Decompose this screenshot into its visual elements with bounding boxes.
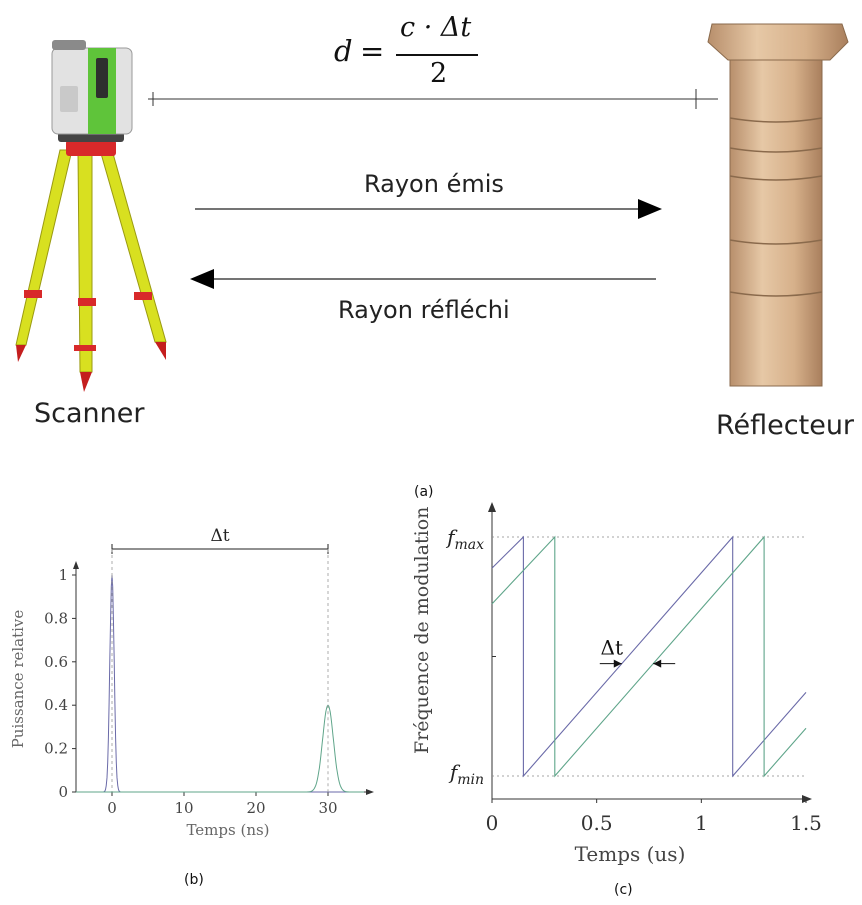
chart-b-y-arrow [73, 561, 79, 569]
chart-c-xtick-label: 1.5 [790, 811, 822, 835]
chart-b-x-arrow [366, 789, 374, 795]
emitted-ray-arrowhead [638, 199, 662, 219]
chart-b-delta-label: Δt [210, 526, 229, 546]
chart-c-ytick-fmin: fmin [448, 760, 484, 788]
chart-b-xtick-label: 0 [107, 799, 117, 817]
caption-a: (a) [414, 484, 434, 500]
chart-c-delta-arrowhead-left [613, 659, 622, 668]
chart-b-xtick-label: 30 [318, 799, 337, 817]
caption-b: (b) [184, 872, 204, 888]
chart-c-series-1 [491, 535, 807, 778]
formula-numerator: c · Δt [400, 12, 472, 43]
chart-c-ylabel: Fréquence de modulation [411, 506, 433, 754]
chart-c-delta-label: Δt [601, 636, 623, 660]
chart-b-ytick-label: 0.2 [44, 740, 68, 758]
chart-c-xtick-label: 1 [695, 811, 708, 835]
reflected-ray-label: Rayon réfléchi [338, 296, 510, 324]
caption-c: (c) [614, 882, 633, 898]
chart-b-ytick-label: 1 [58, 566, 68, 584]
formula-equals: = [360, 34, 385, 68]
chart-c-xlabel: Temps (us) [574, 842, 686, 866]
chart-c-series-0 [491, 535, 807, 778]
reflected-ray-arrowhead [190, 269, 214, 289]
formula-fraction-bar [396, 54, 478, 56]
chart-b-ytick-label: 0.6 [44, 653, 68, 671]
distance-formula: d = c · Δt 2 [334, 10, 484, 92]
tripod-head [66, 140, 116, 156]
scanner-illustration [15, 40, 167, 392]
chart-b-xlabel: Temps (ns) [186, 821, 270, 839]
chart-c-ytick-fmax: fmax [445, 525, 484, 553]
chart-b-series-1 [76, 704, 364, 793]
formula-denominator: 2 [430, 58, 448, 89]
chart-b-ytick-label: 0.8 [44, 609, 68, 627]
chart-b-ytick-label: 0 [58, 783, 68, 801]
chart-b-xtick-label: 10 [174, 799, 193, 817]
chart-c-delta-arrowhead-right [653, 659, 662, 668]
chart-c-x-arrow [802, 795, 812, 803]
reflector-label: Réflecteur [716, 410, 855, 441]
chart-c-xtick-label: 0.5 [581, 811, 613, 835]
chart-c-xtick-label: 0 [486, 811, 499, 835]
scanner-label: Scanner [34, 398, 145, 429]
reflector-illustration [707, 23, 849, 387]
chart-b-xtick-label: 20 [246, 799, 265, 817]
panel-a-diagram [15, 23, 849, 392]
formula-lhs: d [334, 34, 353, 68]
emitted-ray-label: Rayon émis [364, 170, 504, 198]
chart-c-y-arrow [488, 502, 496, 512]
chart-b-ytick-label: 0.4 [44, 696, 68, 714]
